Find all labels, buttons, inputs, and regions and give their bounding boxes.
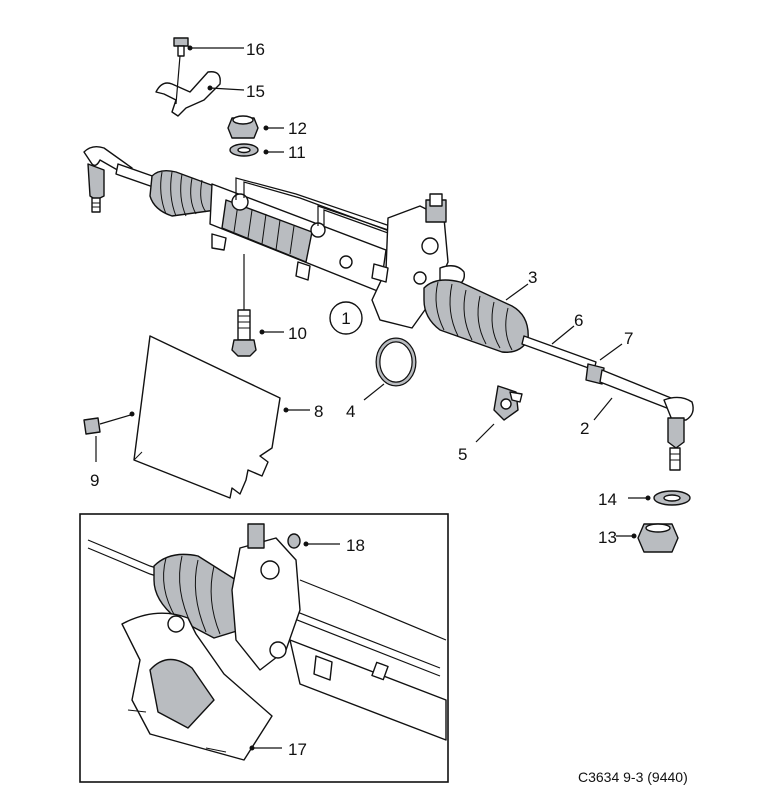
- part-15-clip-bracket: [155, 55, 245, 117]
- right-tie-rod-end: [663, 396, 694, 471]
- main-assembly-label: 1: [341, 309, 350, 328]
- callout-2: 2: [580, 419, 589, 438]
- callout-15: 15: [246, 82, 265, 101]
- right-bellows: [423, 279, 529, 353]
- callout-4: 4: [346, 402, 355, 421]
- callout-17: 17: [288, 740, 307, 759]
- left-tie-rod-end: [83, 145, 159, 213]
- callout-10: 10: [288, 324, 307, 343]
- hydraulic-pipes: [235, 177, 403, 239]
- callout-9: 9: [90, 471, 99, 490]
- callout-3: 3: [528, 268, 537, 287]
- steering-rack-assembly: 1: [83, 145, 694, 471]
- right-inner-tie-rod: [521, 335, 677, 411]
- part-5-clip: [475, 385, 523, 443]
- callout-12: 12: [288, 119, 307, 138]
- callout-5: 5: [458, 445, 467, 464]
- callout-8: 8: [314, 402, 323, 421]
- rack-housing-tube: [209, 183, 387, 293]
- callout-16: 16: [246, 40, 265, 59]
- diagram-code: C3634 9-3 (9440): [578, 769, 688, 785]
- callout-7: 7: [624, 329, 633, 348]
- part-14-washer: [628, 490, 691, 506]
- left-bellows: [149, 169, 220, 217]
- inset-detail-panel: [79, 513, 449, 783]
- part-11-washer: [229, 143, 284, 157]
- part-13-nut: [616, 523, 679, 553]
- part-16-screw: [173, 37, 244, 57]
- callout-13: 13: [598, 528, 617, 547]
- callout-6: 6: [574, 311, 583, 330]
- part-8-heat-shield: [133, 335, 310, 499]
- part-4-clamp-band: [363, 337, 417, 401]
- part-9-screw: [83, 411, 135, 462]
- main-assembly-marker: [329, 301, 363, 335]
- callout-18: 18: [346, 536, 365, 555]
- callout-11: 11: [288, 143, 306, 162]
- callout-14: 14: [598, 490, 617, 509]
- part-12-nut: [227, 115, 284, 139]
- part-10-bolt: [231, 254, 284, 357]
